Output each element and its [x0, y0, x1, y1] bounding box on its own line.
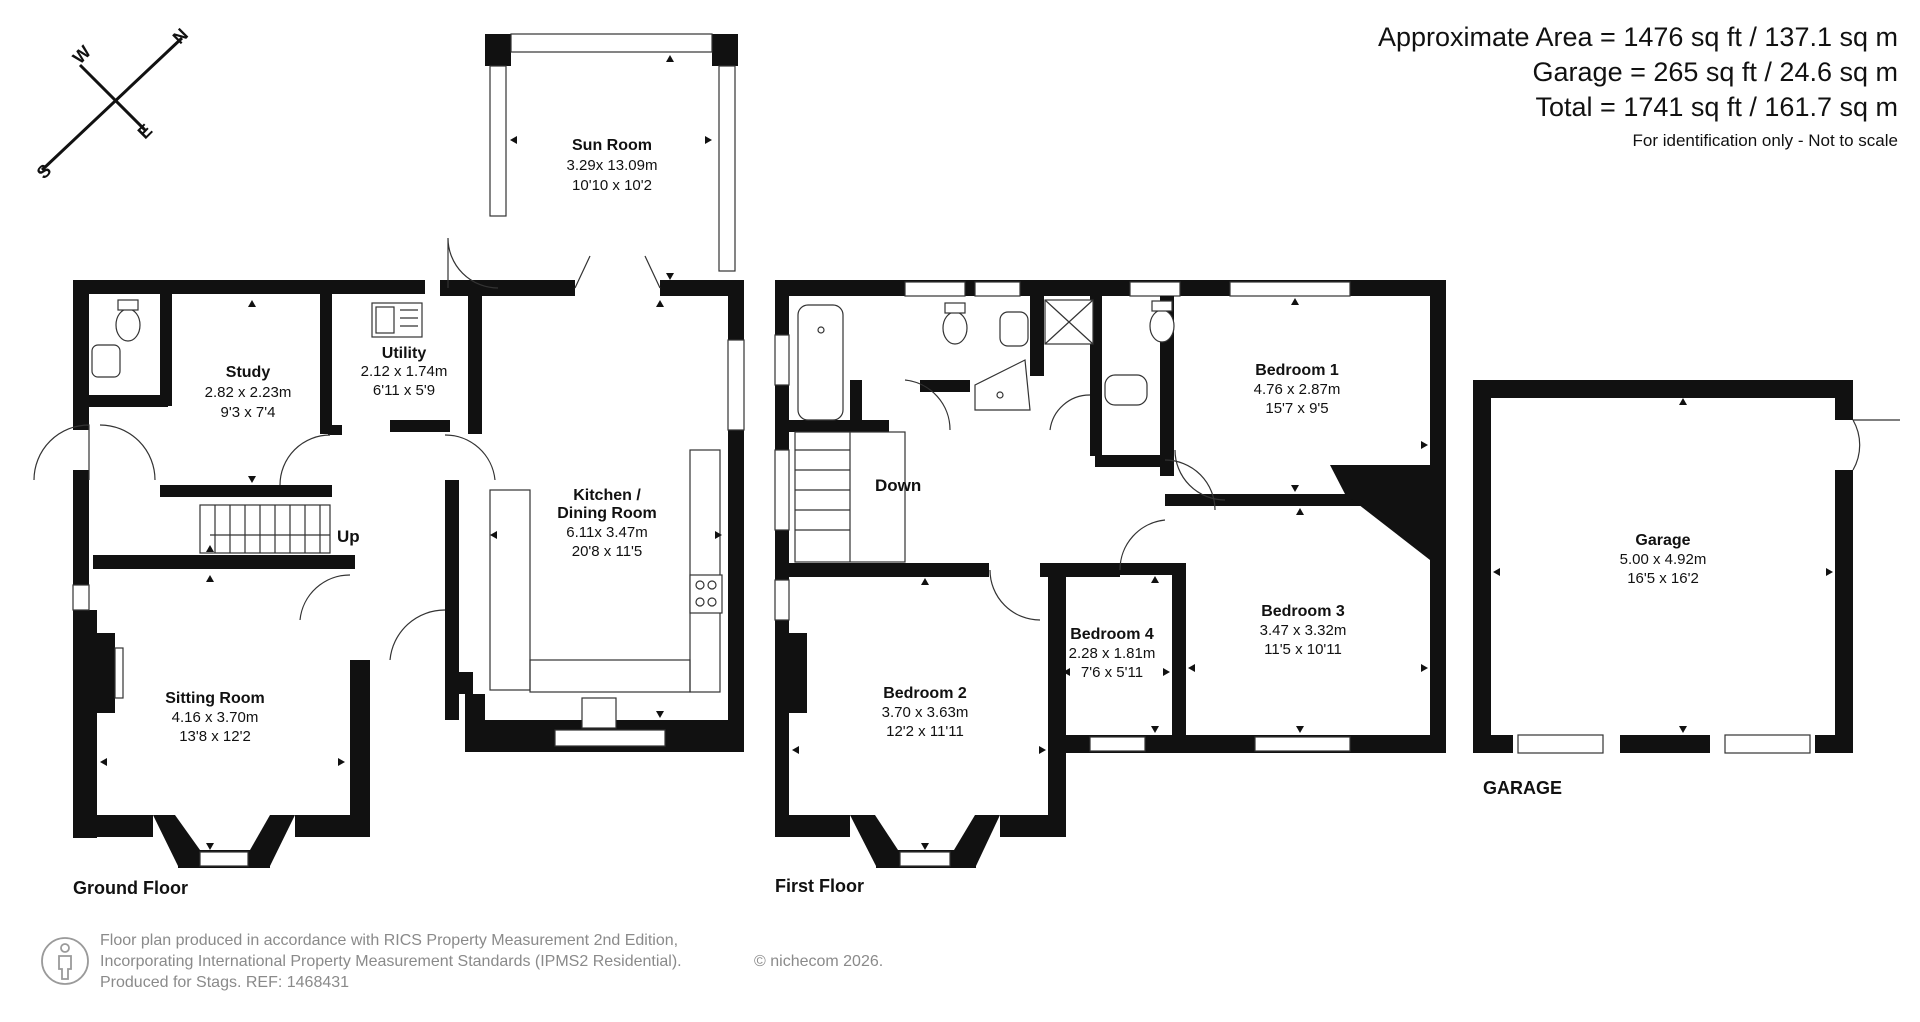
room-name: Bedroom 3: [1261, 603, 1345, 620]
room-imperial: 13'8 x 12'2: [179, 728, 251, 745]
room-name: Bedroom 2: [883, 685, 967, 702]
compass-north-label: N: [169, 24, 192, 47]
compass-west-label: W: [69, 42, 95, 68]
garage-area: Garage = 265 sq ft / 24.6 sq m: [1532, 57, 1898, 87]
area-summary: Approximate Area = 1476 sq ft / 137.1 sq…: [1378, 20, 1898, 155]
room-imperial: 12'2 x 11'11: [886, 723, 964, 740]
person-icon: [41, 937, 89, 985]
footer-line-3: Produced for Stags. REF: 1468431: [100, 974, 350, 991]
room-bedroom-2: Bedroom 2 3.70 x 3.63m 12'2 x 11'11: [882, 685, 969, 740]
footer-line-1: Floor plan produced in accordance with R…: [100, 932, 679, 949]
approximate-area: Approximate Area = 1476 sq ft / 137.1 sq…: [1377, 22, 1898, 52]
room-metric: 3.29x 13.09m: [567, 157, 658, 174]
room-kitchen-dining: Kitchen / Dining Room 6.11x 3.47m 20'8 x…: [557, 487, 657, 560]
room-sun-room: Sun Room 3.29x 13.09m 10'10 x 10'2: [567, 137, 658, 194]
compass-south-label: S: [33, 160, 56, 183]
room-imperial: 20'8 x 11'5: [572, 543, 643, 560]
footer-disclaimer: Floor plan produced in accordance with R…: [100, 930, 682, 993]
basin-icon: [91, 344, 121, 378]
first-floor-label: First Floor: [775, 876, 864, 896]
hob-icon: [689, 574, 723, 614]
room-name: Bedroom 1: [1255, 362, 1339, 379]
toilet-icon: [115, 299, 141, 342]
room-imperial: 11'5 x 10'11: [1264, 641, 1342, 658]
room-bedroom-1: Bedroom 1 4.76 x 2.87m 15'7 x 9'5: [1254, 362, 1341, 417]
room-metric: 4.16 x 3.70m: [172, 709, 259, 726]
compass-icon: N W E S: [33, 24, 192, 182]
first-floor-stairs: [794, 431, 906, 563]
footer: Floor plan produced in accordance with R…: [40, 930, 940, 1000]
shower-icon: [1044, 299, 1094, 345]
kitchen-sink-icon: [581, 697, 617, 729]
toilet-icon: [1149, 300, 1175, 343]
garage-plan: [1473, 380, 1900, 754]
room-name: Sitting Room: [165, 690, 265, 707]
room-bedroom-3: Bedroom 3 3.47 x 3.32m 11'5 x 10'11: [1260, 603, 1347, 658]
room-metric: 2.82 x 2.23m: [205, 384, 292, 401]
measurement-arrows: [100, 55, 1833, 850]
room-study: Study 2.82 x 2.23m 9'3 x 7'4: [205, 364, 292, 421]
room-garage: Garage 5.00 x 4.92m 16'5 x 16'2: [1620, 532, 1707, 587]
room-imperial: 16'5 x 16'2: [1627, 570, 1699, 587]
room-name: Garage: [1635, 532, 1690, 549]
room-metric: 2.12 x 1.74m: [361, 363, 448, 380]
room-name: Study: [226, 364, 271, 381]
room-imperial: 15'7 x 9'5: [1265, 400, 1328, 417]
first-floor-plan: Down: [774, 280, 1446, 868]
shower-icon: [974, 359, 1031, 411]
room-metric: 3.70 x 3.63m: [882, 704, 969, 721]
stairs-down-label: Down: [875, 476, 921, 495]
room-imperial: 6'11 x 5'9: [373, 382, 435, 399]
stairs-up-label: Up: [337, 527, 360, 546]
room-metric: 2.28 x 1.81m: [1069, 645, 1156, 662]
room-name: Dining Room: [557, 505, 657, 522]
bath-icon: [797, 304, 844, 421]
basin-icon: [999, 311, 1029, 347]
toilet-icon: [942, 302, 968, 345]
room-name: Utility: [382, 345, 427, 362]
room-name: Kitchen /: [573, 487, 641, 504]
room-metric: 5.00 x 4.92m: [1620, 551, 1707, 568]
scale-note: For identification only - Not to scale: [1632, 131, 1898, 150]
total-area: Total = 1741 sq ft / 161.7 sq m: [1535, 92, 1898, 122]
basin-icon: [1104, 374, 1148, 406]
room-name: Sun Room: [572, 137, 652, 154]
ground-floor-label: Ground Floor: [73, 878, 188, 898]
sink-icon: [371, 302, 423, 338]
room-bedroom-4: Bedroom 4 2.28 x 1.81m 7'6 x 5'11: [1069, 626, 1156, 681]
room-utility: Utility 2.12 x 1.74m 6'11 x 5'9: [361, 345, 448, 399]
room-sitting-room: Sitting Room 4.16 x 3.70m 13'8 x 12'2: [165, 690, 265, 745]
room-imperial: 10'10 x 10'2: [572, 177, 652, 194]
room-metric: 4.76 x 2.87m: [1254, 381, 1341, 398]
ground-floor-plan: Up: [33, 33, 745, 868]
room-imperial: 7'6 x 5'11: [1081, 664, 1143, 681]
room-metric: 3.47 x 3.32m: [1260, 622, 1347, 639]
garage-floor-label: GARAGE: [1483, 778, 1562, 798]
copyright: © nichecom 2026.: [754, 953, 884, 970]
room-metric: 6.11x 3.47m: [566, 524, 647, 541]
footer-line-2: Incorporating International Property Mea…: [100, 953, 682, 970]
ground-stairs: [199, 504, 331, 554]
room-name: Bedroom 4: [1070, 626, 1154, 643]
room-imperial: 9'3 x 7'4: [221, 404, 276, 421]
